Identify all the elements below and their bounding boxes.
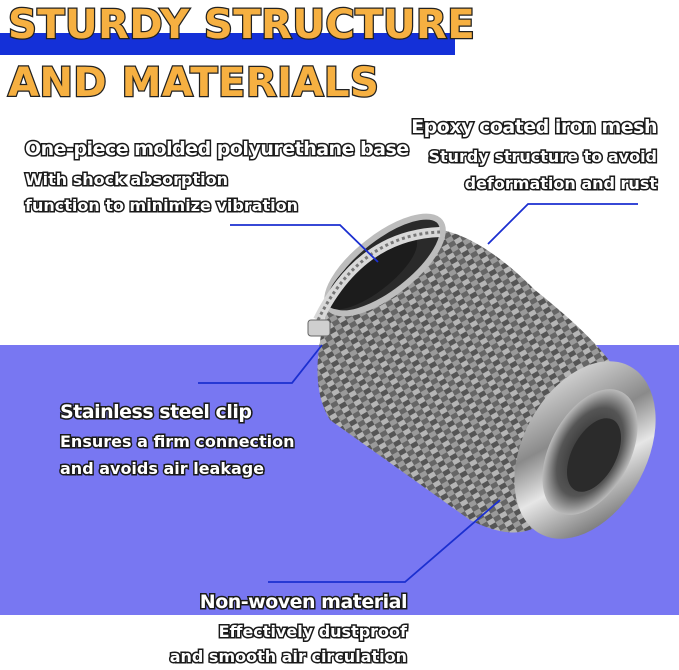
feature-mesh-line1: Sturdy structure to avoid <box>427 146 659 168</box>
feature-base-heading: One-piece molded polyurethane base <box>24 137 411 162</box>
feature-material-line2: and smooth air circulation <box>168 646 408 668</box>
feature-material-heading: Non-woven material <box>198 590 409 615</box>
page-title-line1: STURDY STRUCTURE <box>7 1 476 50</box>
feature-mesh-line2: deformation and rust <box>463 173 658 195</box>
feature-base-line1: With shock absorption <box>24 169 230 191</box>
page-title-line2: AND MATERIALS <box>7 59 380 108</box>
filter-body <box>307 213 656 539</box>
feature-mesh-heading: Epoxy coated iron mesh <box>410 115 659 140</box>
title-accent-bar <box>0 33 455 55</box>
feature-clip-line2: and avoids air leakage <box>58 458 265 480</box>
feature-clip-heading: Stainless steel clip <box>58 400 253 425</box>
feature-base-line2: function to minimize vibration <box>23 195 299 217</box>
feature-material-line1: Effectively dustproof <box>217 621 408 643</box>
callout-lines <box>198 203 638 583</box>
feature-clip-line1: Ensures a firm connection <box>59 431 297 453</box>
